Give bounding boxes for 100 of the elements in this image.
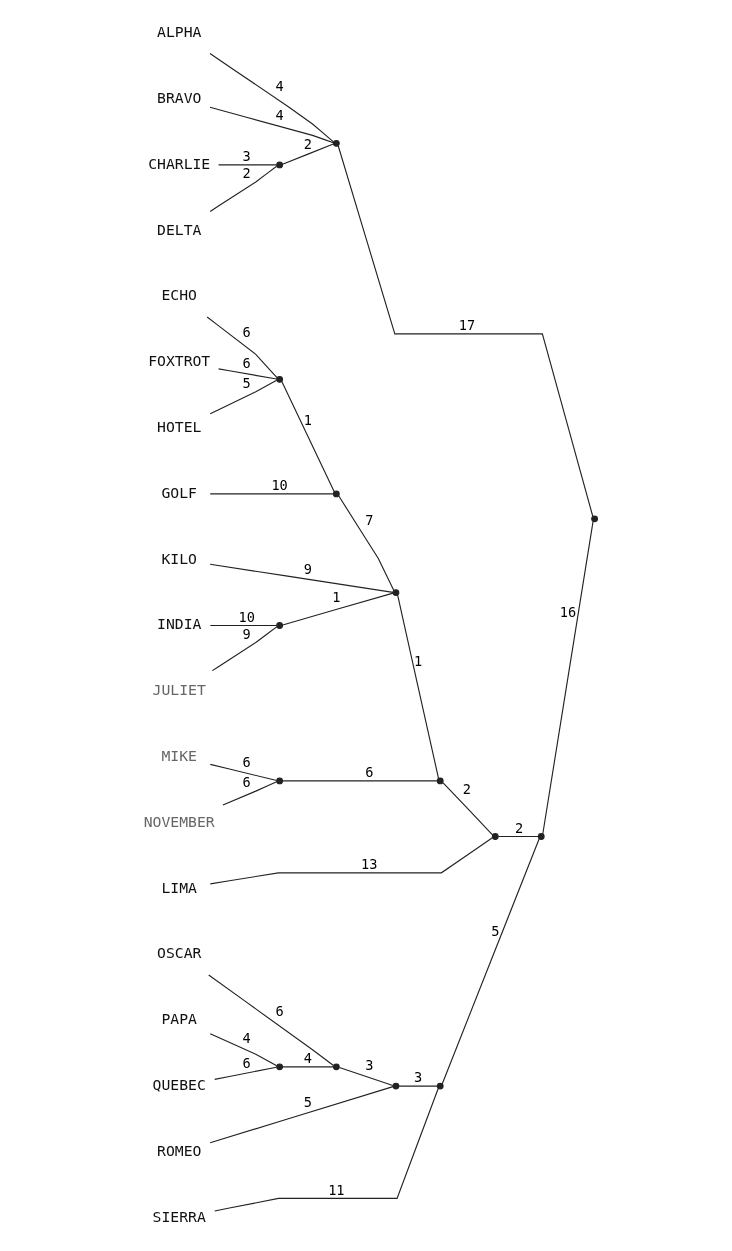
node-text: FOXTROT [147,352,210,370]
edge-label: 4 [275,77,284,94]
node-text: OSCAR [156,944,201,962]
edge-label: 6 [242,774,251,791]
node-point [332,1063,340,1071]
connector [208,52,334,143]
edge-label: 3 [242,148,251,165]
connector [209,165,277,212]
edge-label: 3 [413,1069,422,1086]
connector [337,495,394,591]
connector [281,1066,334,1068]
edge-label: 10 [238,608,255,625]
edge-label: 2 [462,781,471,798]
edge-label: 2 [242,165,251,182]
edge-label: 6 [242,323,251,340]
connector [281,592,394,626]
node-text: LIMA [160,878,197,896]
connector [209,624,277,627]
node-text: ECHO [160,286,197,304]
edge-label: 5 [242,374,251,391]
connector [209,837,493,885]
edge-label: 5 [490,922,499,939]
edge-label: 16 [559,604,576,621]
node-text: QUEBEC [152,1075,206,1093]
node-point [275,161,283,169]
edge-label: 9 [242,625,251,642]
node-text: DELTA [156,220,201,238]
node-text: GOLF [160,483,197,501]
node-text: PAPA [160,1010,197,1028]
node-point [537,833,545,840]
node-text: KILO [160,549,197,567]
node-point [392,1082,399,1090]
connector [209,563,394,593]
connector [209,379,277,415]
edge-label: 10 [270,477,288,494]
edge-label: 6 [275,1003,284,1020]
connector [217,164,277,166]
edge-label: 13 [360,855,377,872]
connector [209,493,334,495]
edge-label: 4 [275,107,284,124]
edge-label: 5 [303,1094,312,1111]
edge-label: 4 [242,1029,251,1046]
node-point [275,622,283,629]
connector [217,368,277,380]
connector [213,1087,439,1212]
edge-label: 6 [242,1054,251,1071]
edge-label: 2 [514,819,523,836]
connector [441,838,540,1085]
connector [211,626,277,672]
edge-label: 9 [303,560,312,577]
connector [281,143,334,165]
node-point [590,515,598,523]
connector [207,974,334,1067]
node-point [332,139,340,147]
node-point [275,1063,283,1071]
connector [397,1085,438,1087]
node-point [275,375,283,383]
connector [208,106,334,144]
node-text: ALPHA [156,23,201,41]
edge-label: 1 [331,589,340,606]
node-point [392,589,399,597]
node-text: SIERRA [152,1207,206,1225]
connector [206,316,278,379]
edge-label: 11 [327,1181,345,1198]
node-text: NOVEMBER [143,812,215,830]
connector [337,145,593,518]
edge-label: 6 [242,354,251,371]
connector [209,1086,394,1144]
node-text: BRAVO [156,88,201,106]
node-text: JULIET [152,681,206,699]
node-point [436,777,444,785]
edge-label: 1 [303,412,312,429]
connector [541,520,594,835]
edge-label: 6 [364,764,373,781]
edge-label: 17 [458,317,475,334]
connector [213,1066,277,1080]
node-point [332,490,340,498]
node-point [436,1082,444,1090]
connector [221,781,277,806]
edge-label: 1 [413,652,422,669]
node-text: MIKE [160,746,197,764]
node-text: CHARLIE [147,154,210,172]
node-text: HOTEL [156,417,201,435]
connector [209,1033,277,1067]
edge-label: 6 [242,753,251,770]
node-point [491,833,499,840]
connector [442,782,493,836]
connector [281,780,438,782]
node-text: INDIA [156,615,201,633]
edge-label: 7 [364,512,373,529]
connector [497,835,539,838]
connector [280,380,335,493]
connector [209,763,277,782]
connector [338,1066,393,1086]
node-point [275,777,283,785]
edge-label: 3 [364,1056,373,1073]
edge-label: 4 [303,1049,312,1066]
edge-label: 2 [303,135,312,152]
node-text: ROMEO [156,1141,201,1159]
connector [396,594,439,779]
